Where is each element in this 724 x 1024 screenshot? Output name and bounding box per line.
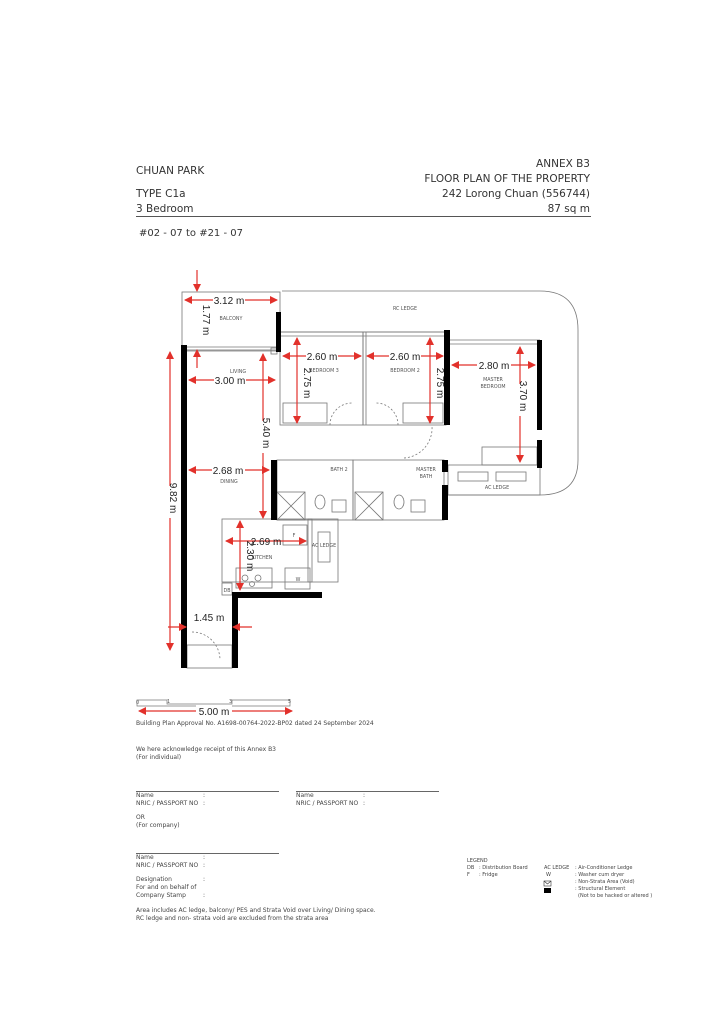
- signature-line-1[interactable]: [136, 791, 279, 792]
- dim-bedroom2-width: 2.60 m: [390, 352, 421, 363]
- washer-label: W: [296, 577, 301, 583]
- void-symbol-icon: [543, 880, 552, 887]
- dim-entry-width: 1.45 m: [194, 613, 225, 624]
- legend-desc-ac-ledge: : Air-Conditioner Ledge: [575, 865, 633, 871]
- room-label-master-bedroom-2: BEDROOM: [480, 384, 505, 390]
- unit-type: TYPE C1a: [136, 188, 186, 200]
- legend-desc-f: : Fridge: [479, 872, 498, 878]
- colon: :: [363, 800, 366, 807]
- legend-desc-structural: : Structural Element: [575, 886, 626, 892]
- room-label-bedroom-2: BEDROOM 2: [390, 368, 420, 374]
- colon: :: [203, 800, 206, 807]
- header-divider: [136, 216, 591, 217]
- room-label-bedroom-3: BEDROOM 3: [309, 368, 339, 374]
- legend-key-w: W: [546, 872, 551, 878]
- fridge-label: F: [293, 533, 296, 539]
- scale-bar-label: 5.00 m: [199, 707, 230, 718]
- area-note-1: Area includes AC ledge, balcony/ PES and…: [136, 907, 376, 914]
- dimension-labels: 3.12 m 1.77 m 3.00 m 5.40 m 9.82 m 2.60 …: [164, 294, 528, 624]
- colon: :: [203, 892, 206, 899]
- dim-master-width: 2.80 m: [479, 361, 510, 372]
- annex-title: ANNEX B3: [536, 158, 590, 170]
- dim-bedroom3-width: 2.60 m: [307, 352, 338, 363]
- legend-key-db: DB: [467, 865, 475, 871]
- legend-structural-note: (Not to be hacked or altered ): [578, 893, 653, 899]
- unit-range: #02 - 07 to #21 - 07: [139, 228, 243, 239]
- dim-kitchen-width: 2.69 m: [251, 537, 282, 548]
- room-label-balcony: BALCONY: [220, 316, 243, 322]
- colon: :: [363, 792, 366, 799]
- colon: :: [203, 854, 206, 861]
- room-label-master-bath-2: BATH: [420, 474, 433, 480]
- dim-kitchen-depth: 2.30 m: [244, 541, 255, 572]
- scale-bar: 5.00 m 0 1 3 5: [136, 699, 293, 718]
- db-label: DB: [224, 588, 231, 594]
- room-label-ac-ledge-kitchen: AC LEDGE: [312, 543, 336, 549]
- room-label-dining: DINING: [220, 479, 238, 485]
- dim-overall-length: 9.82 m: [167, 483, 178, 514]
- colon: :: [203, 792, 206, 799]
- room-label-bath-2: BATH 2: [330, 467, 347, 473]
- room-label-ac-ledge: AC LEDGE: [485, 485, 509, 491]
- room-label-living: LIVING: [230, 369, 246, 375]
- acknowledge-text: We here acknowledge receipt of this Anne…: [136, 746, 276, 753]
- colon: :: [203, 862, 206, 869]
- legend-key-f: F: [467, 872, 470, 878]
- for-company: (For company): [136, 822, 180, 829]
- scale-tick-1: 1: [167, 699, 170, 705]
- dim-balcony-width: 3.12 m: [214, 296, 245, 307]
- bedroom-count: 3 Bedroom: [136, 203, 194, 215]
- nric-label-3: NRIC / PASSPORT NO: [136, 862, 199, 869]
- dim-master-depth: 3.70 m: [517, 381, 528, 412]
- scale-tick-0: 0: [136, 700, 139, 706]
- room-label-rc-ledge: RC LEDGE: [393, 306, 417, 312]
- name-label-2: Name: [296, 792, 314, 799]
- scale-tick-5: 5: [288, 699, 291, 705]
- structural-symbol-icon: [544, 888, 551, 893]
- on-behalf-label: For and on behalf of: [136, 884, 197, 891]
- for-individual: (For individual): [136, 754, 182, 761]
- scale-tick-3: 3: [229, 699, 232, 705]
- area-note-2: RC ledge and non- strata void are exclud…: [136, 915, 329, 922]
- legend-key-ac-ledge: AC LEDGE: [544, 865, 570, 871]
- dim-bedroom2-depth: 2.75 m: [434, 368, 445, 399]
- designation-label: Designation: [136, 876, 172, 883]
- room-label-master-bath: MASTER: [416, 467, 436, 473]
- dim-bedroom3-depth: 2.75 m: [301, 368, 312, 399]
- project-name: CHUAN PARK: [136, 165, 205, 177]
- legend-desc-db: : Distribution Board: [479, 865, 528, 871]
- nric-label-2: NRIC / PASSPORT NO: [296, 800, 359, 807]
- thin-walls: [181, 290, 579, 669]
- rc-ledge-outline: [282, 290, 579, 496]
- room-label-master-bedroom: MASTER: [483, 377, 503, 383]
- dim-balcony-depth: 1.77 m: [200, 305, 211, 336]
- room-label-kitchen: KITCHEN: [252, 555, 273, 561]
- nric-label-1: NRIC / PASSPORT NO: [136, 800, 199, 807]
- colon: :: [203, 876, 206, 883]
- legend-title: LEGEND: [467, 858, 488, 864]
- address: 242 Lorong Chuan (556744): [442, 188, 590, 200]
- dim-living-dining-length: 5.40 m: [260, 418, 271, 449]
- void-symbol-cross-icon: [543, 880, 552, 885]
- document-title: FLOOR PLAN OF THE PROPERTY: [424, 173, 590, 185]
- name-label-1: Name: [136, 792, 154, 799]
- legend-desc-w: : Washer cum dryer: [575, 872, 625, 878]
- approval-text: Building Plan Approval No. A1698-00764-2…: [136, 720, 374, 727]
- dim-living-width: 3.00 m: [215, 376, 246, 387]
- unit-area: 87 sq m: [547, 203, 590, 215]
- dim-dining-width: 2.68 m: [213, 466, 244, 477]
- legend-desc-void: : Non-Strata Area (Void): [575, 879, 635, 885]
- signature-line-3[interactable]: [136, 853, 279, 854]
- company-stamp-label: Company Stamp: [136, 892, 186, 899]
- signature-line-2[interactable]: [296, 791, 439, 792]
- name-label-3: Name: [136, 854, 154, 861]
- or-label: OR: [136, 814, 145, 821]
